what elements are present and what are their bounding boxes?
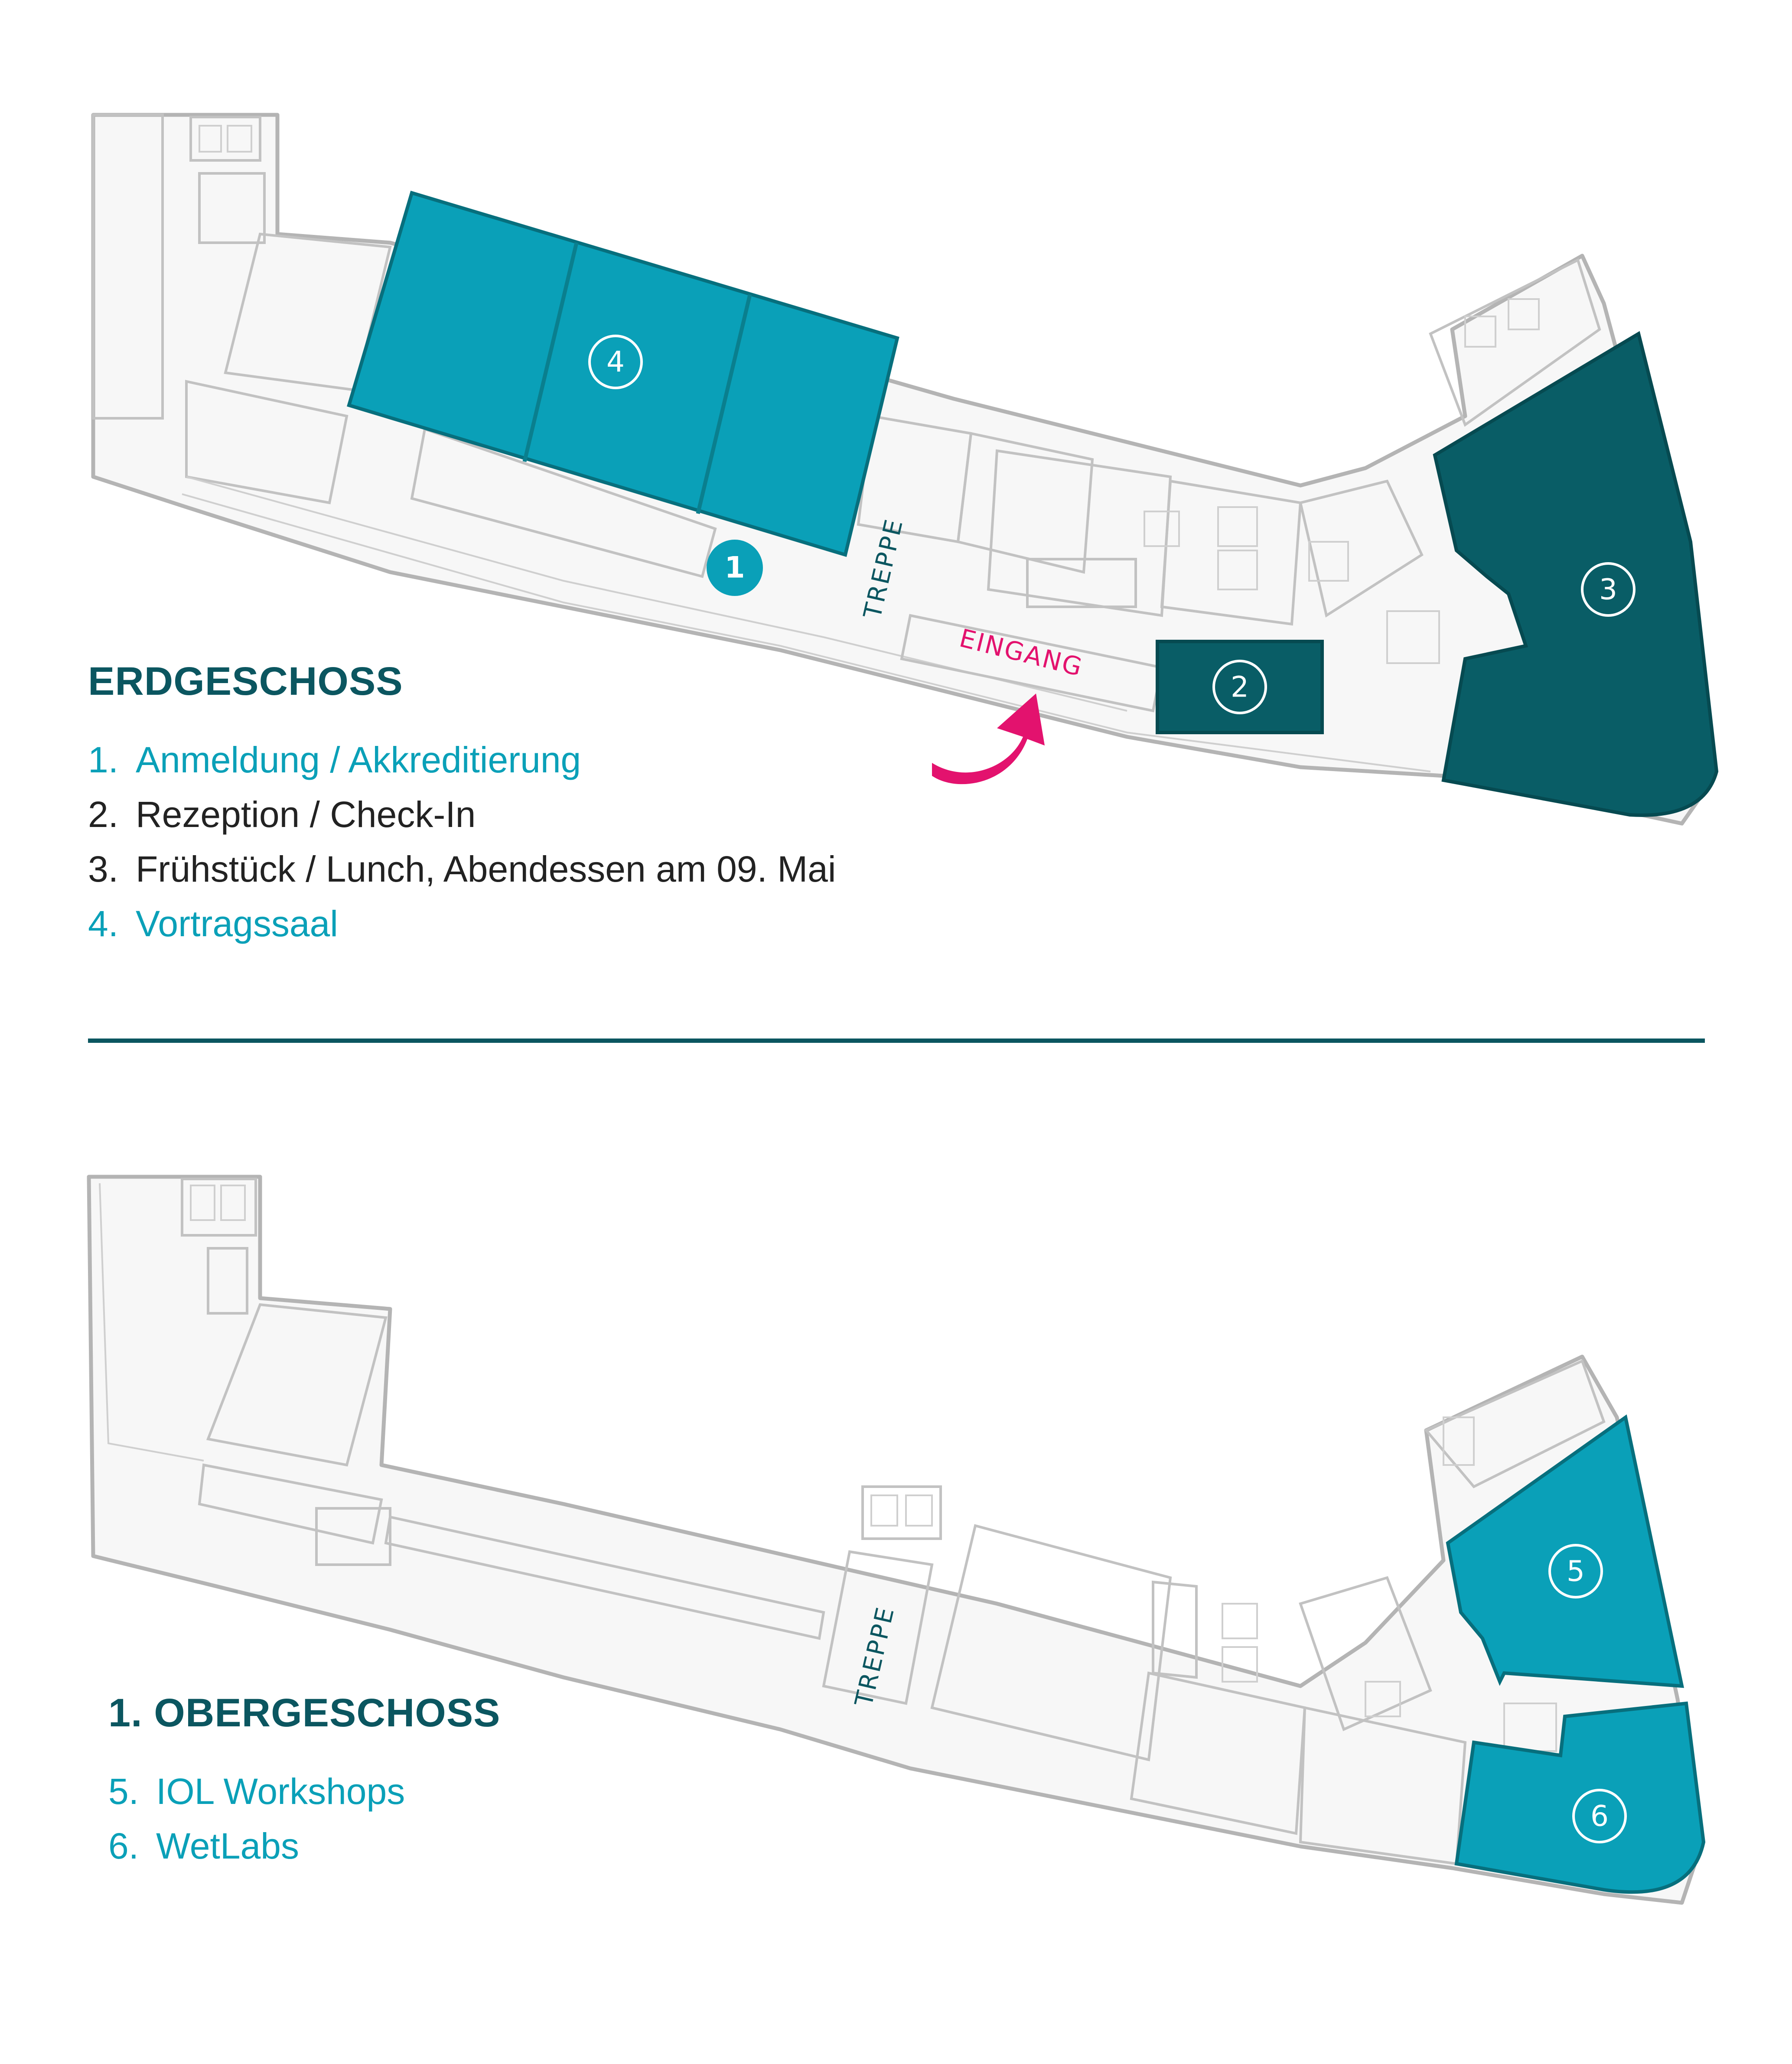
ground-floor-legend: 1. Anmeldung / Akkreditierung 2. Rezeption… bbox=[88, 732, 836, 951]
first-stair-block bbox=[207, 1247, 248, 1315]
first-elevator-cell bbox=[870, 1494, 898, 1527]
room-6-marker bbox=[1572, 1789, 1627, 1843]
legend-item-room-6: 6. WetLabs bbox=[108, 1819, 405, 1873]
ground-terrace-table bbox=[1464, 316, 1496, 348]
ground-bar-counter bbox=[1026, 558, 1137, 608]
legend-item-room-3: 3. Frühstück / Lunch, Abendessen am 09. M… bbox=[88, 842, 836, 896]
ground-terrace-table bbox=[1508, 298, 1540, 330]
room-1-marker[interactable] bbox=[707, 540, 763, 596]
ground-room-mid-a bbox=[956, 432, 1094, 574]
first-room-mid-a bbox=[930, 1524, 1172, 1761]
room-2-reception[interactable] bbox=[1156, 640, 1324, 734]
room-4-divider-1 bbox=[522, 242, 579, 462]
legend-label: WetLabs bbox=[156, 1826, 299, 1866]
legend-item-room-1: 1. Anmeldung / Akkreditierung bbox=[88, 732, 836, 787]
ground-room-mid-c bbox=[1160, 479, 1302, 626]
first-room-west bbox=[206, 1303, 388, 1467]
legend-number: 5. bbox=[108, 1771, 139, 1812]
first-elevator-f bbox=[1222, 1646, 1258, 1683]
first-stair-west bbox=[315, 1507, 391, 1566]
room-3-number: 3 bbox=[1599, 573, 1617, 606]
room-2-marker bbox=[1212, 660, 1267, 714]
ground-service-room bbox=[1386, 610, 1440, 664]
floor-divider bbox=[88, 1039, 1705, 1043]
legend-number: 1. bbox=[88, 739, 119, 780]
ground-room-mid-b bbox=[987, 449, 1172, 617]
legend-label: Anmeldung / Akkreditierung bbox=[136, 739, 581, 780]
first-elevator-e bbox=[1222, 1603, 1258, 1639]
first-stair-mid bbox=[1152, 1580, 1198, 1679]
legend-item-room-5: 5. IOL Workshops bbox=[108, 1764, 405, 1819]
ground-elevator-c bbox=[1217, 550, 1258, 590]
first-room-mid-b bbox=[1130, 1671, 1307, 1835]
room-4-divider-2 bbox=[696, 294, 752, 514]
room-4-lecture-hall[interactable] bbox=[347, 191, 899, 557]
ground-entrance-hall bbox=[900, 614, 1163, 713]
room-4-number: 4 bbox=[606, 345, 625, 379]
legend-item-room-2: 2. Rezeption / Check-In bbox=[88, 787, 836, 842]
room-3-restaurant[interactable] bbox=[1433, 331, 1719, 817]
room-6-number: 6 bbox=[1590, 1800, 1609, 1833]
first-service-a bbox=[198, 1463, 383, 1545]
room-1-number: 1 bbox=[724, 551, 745, 585]
legend-number: 6. bbox=[108, 1826, 139, 1866]
first-elevator-mid bbox=[861, 1485, 942, 1540]
legend-number: 2. bbox=[88, 794, 119, 835]
first-elevator-cell bbox=[190, 1185, 215, 1221]
room-5-marker bbox=[1548, 1544, 1603, 1598]
legend-label: Rezeption / Check-In bbox=[136, 794, 476, 835]
ground-elevator-b bbox=[1217, 506, 1258, 547]
first-stair-room bbox=[822, 1550, 934, 1705]
ground-terrace bbox=[1429, 258, 1601, 427]
ground-room-east-core bbox=[1299, 479, 1424, 618]
ground-elevator-d bbox=[1308, 541, 1349, 582]
first-terrace-element bbox=[1443, 1416, 1475, 1466]
entrance-arrow-icon bbox=[932, 693, 1045, 785]
first-elevator-g bbox=[1365, 1681, 1401, 1717]
room-5-iol-workshops[interactable] bbox=[1446, 1414, 1684, 1688]
ground-room-southwest bbox=[185, 380, 349, 505]
legend-label: Frühstück / Lunch, Abendessen am 09. Mai bbox=[136, 849, 836, 889]
first-elevator-block bbox=[181, 1178, 257, 1237]
first-terrace bbox=[1424, 1359, 1606, 1488]
legend-number: 3. bbox=[88, 849, 119, 889]
legend-number: 4. bbox=[88, 903, 119, 944]
room-3-marker bbox=[1581, 562, 1636, 617]
ground-elevator-top bbox=[189, 116, 261, 162]
room-2-number: 2 bbox=[1231, 671, 1249, 704]
legend-label: IOL Workshops bbox=[156, 1771, 405, 1812]
first-elevator-cell bbox=[220, 1185, 246, 1221]
ground-floor-plan: 4 1 TREPPE EINGANG 2 3 bbox=[91, 113, 1719, 826]
ground-stair-block bbox=[198, 172, 266, 244]
first-corridor-a bbox=[384, 1515, 825, 1640]
ground-floor-title: ERDGESCHOSS bbox=[88, 659, 403, 703]
ground-facade-line bbox=[182, 493, 1431, 772]
first-elevator-cell bbox=[905, 1494, 933, 1527]
first-floor-legend: 5. IOL Workshops 6. WetLabs bbox=[108, 1764, 405, 1873]
room-5-number: 5 bbox=[1567, 1555, 1585, 1588]
first-core-east bbox=[1299, 1576, 1432, 1732]
ground-corridor-a bbox=[410, 427, 717, 578]
ground-elevator-cell bbox=[199, 125, 222, 153]
ground-left-wing bbox=[92, 114, 164, 420]
legend-item-room-4: 4. Vortragssaal bbox=[88, 896, 836, 951]
legend-label: Vortragssaal bbox=[136, 903, 338, 944]
first-dashed-inner bbox=[99, 1183, 204, 1462]
ground-elevator-a bbox=[1144, 511, 1180, 547]
ground-elevator-cell bbox=[227, 125, 252, 153]
first-floor-title: 1. OBERGESCHOSS bbox=[108, 1691, 501, 1735]
room-4-marker bbox=[588, 335, 643, 389]
first-floor-plan: 5 6 TREPPE bbox=[87, 1175, 1706, 1905]
